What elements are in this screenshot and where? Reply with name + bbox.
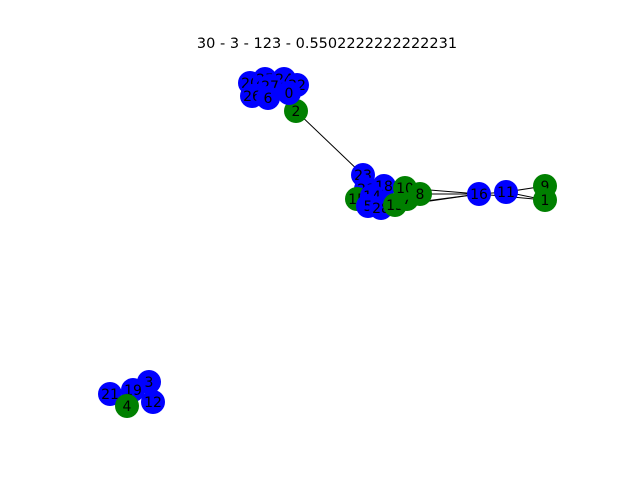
node-label: 12: [144, 395, 162, 411]
node-label: 3: [145, 375, 154, 391]
node-12: 12: [141, 390, 165, 414]
node-circle: [98, 382, 122, 406]
node-circle: [256, 86, 280, 110]
node-circle: [115, 394, 139, 418]
node-21: 21: [98, 382, 122, 406]
node-label: 9: [541, 179, 550, 195]
node-6: 6: [256, 86, 280, 110]
node-16: 16: [467, 182, 491, 206]
node-label: 2: [292, 104, 301, 120]
edge-2-23: [295, 110, 364, 176]
node-circle: [141, 390, 165, 414]
node-circle: [277, 81, 301, 105]
node-label: 11: [497, 185, 515, 201]
node-circle: [284, 99, 308, 123]
chart-title: 30 - 3 - 123 - 0.5502222222222231: [197, 36, 457, 52]
node-4: 4: [115, 394, 139, 418]
node-circle: [533, 188, 557, 212]
node-label: 4: [123, 399, 132, 415]
node-label: 5: [364, 199, 373, 215]
node-label: 0: [285, 86, 294, 102]
node-2: 2: [284, 99, 308, 123]
node-circle: [494, 180, 518, 204]
node-label: 16: [470, 187, 488, 203]
node-8: 8: [408, 182, 432, 206]
node-label: 1: [541, 193, 550, 209]
node-circle: [467, 182, 491, 206]
node-11: 11: [494, 180, 518, 204]
node-layer: 2202524222627602329181514528137108161191…: [98, 67, 557, 418]
node-label: 7: [403, 192, 412, 208]
node-label: 8: [416, 187, 425, 203]
node-label: 6: [264, 91, 273, 107]
node-1: 1: [533, 188, 557, 212]
node-circle: [408, 182, 432, 206]
edge-layer: [126, 92, 546, 407]
node-0: 0: [277, 81, 301, 105]
node-label: 21: [101, 387, 119, 403]
